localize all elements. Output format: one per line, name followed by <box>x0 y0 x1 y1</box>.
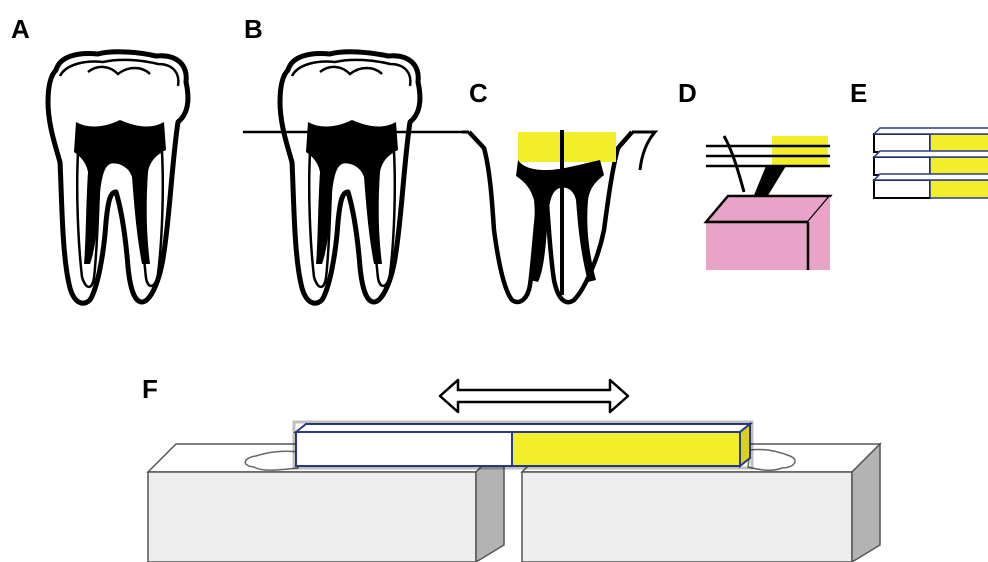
panel-label-f: F <box>142 374 158 404</box>
double-arrow-icon <box>440 380 628 412</box>
panel-label-c: C <box>469 78 488 108</box>
specimen-beam-icon <box>294 422 752 468</box>
specimen-beams <box>874 128 988 198</box>
specimen-beam-icon <box>874 151 988 175</box>
specimen-beam-icon <box>874 174 988 198</box>
panel-label-b: B <box>244 14 263 44</box>
panel-label-e: E <box>850 78 867 108</box>
composite-buildup <box>518 132 616 162</box>
panel-label-d: D <box>678 78 697 108</box>
specimen-beam-icon <box>874 128 988 152</box>
decoronated-tooth-icon <box>462 130 655 302</box>
tooth-icon <box>48 52 188 303</box>
mounted-slab-icon <box>706 136 830 270</box>
panel-label-a: A <box>11 14 30 44</box>
sectioned-tooth-icon <box>280 52 420 303</box>
